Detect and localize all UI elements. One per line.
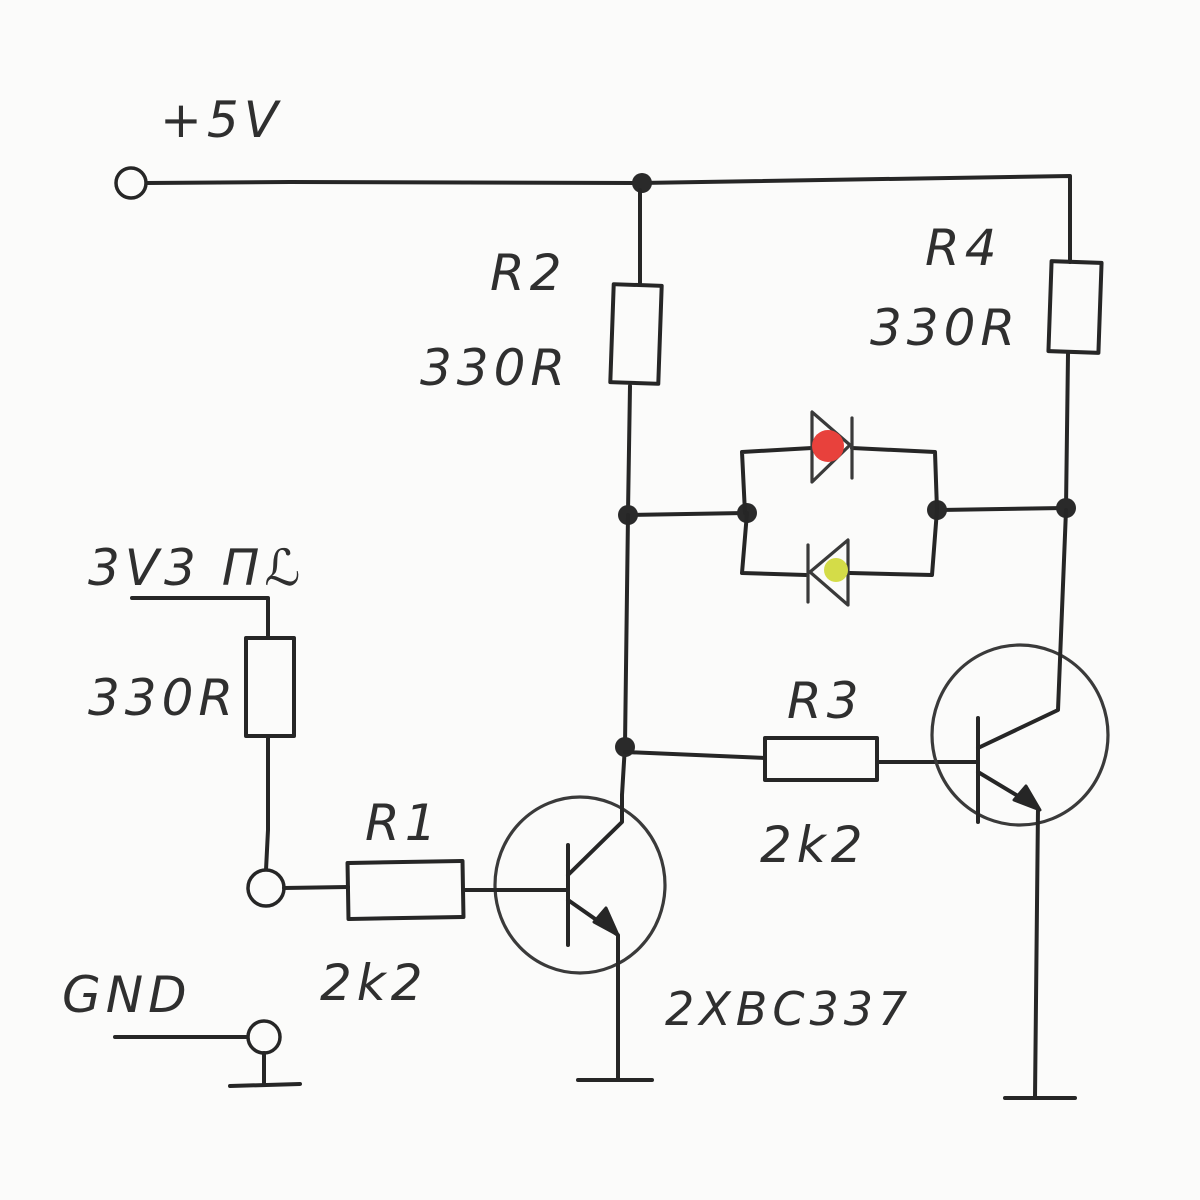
led-red-dot — [812, 430, 844, 462]
r1-name: R1 — [365, 794, 442, 852]
r3-name: R3 — [787, 672, 864, 730]
r4-resistor — [1046, 259, 1104, 510]
gnd-label: GND — [62, 966, 192, 1024]
vcc-terminal — [114, 166, 148, 200]
transistor-t2 — [930, 508, 1110, 1100]
vcc-rail — [114, 166, 1072, 264]
r1-resistor — [345, 858, 466, 921]
r2-name: R2 — [490, 244, 567, 302]
transistor-t1 — [463, 793, 667, 1082]
r4-value: 330R — [870, 299, 1020, 357]
r3-resistor — [623, 736, 980, 782]
gnd-terminal-group — [113, 1019, 302, 1088]
r3-value: 2k2 — [760, 816, 868, 874]
led-upper — [740, 410, 939, 515]
input-branch — [130, 596, 350, 908]
r2-value: 330R — [420, 339, 570, 397]
r2-resistor — [608, 188, 664, 514]
gnd-terminal — [246, 1019, 282, 1055]
transistor-part-label: 2XBC337 — [665, 982, 912, 1036]
led-pair — [618, 410, 1076, 607]
led-lower — [740, 508, 939, 607]
r1-value: 2k2 — [320, 954, 428, 1012]
input-terminal — [246, 868, 286, 908]
r4-name: R4 — [925, 219, 1002, 277]
input-resistor-value: 330R — [88, 669, 238, 727]
vcc-label: +5V — [160, 91, 283, 149]
input-label: 3V3 Πℒ — [88, 539, 305, 597]
junction-node — [632, 173, 652, 193]
led-yellow-dot — [824, 558, 848, 582]
